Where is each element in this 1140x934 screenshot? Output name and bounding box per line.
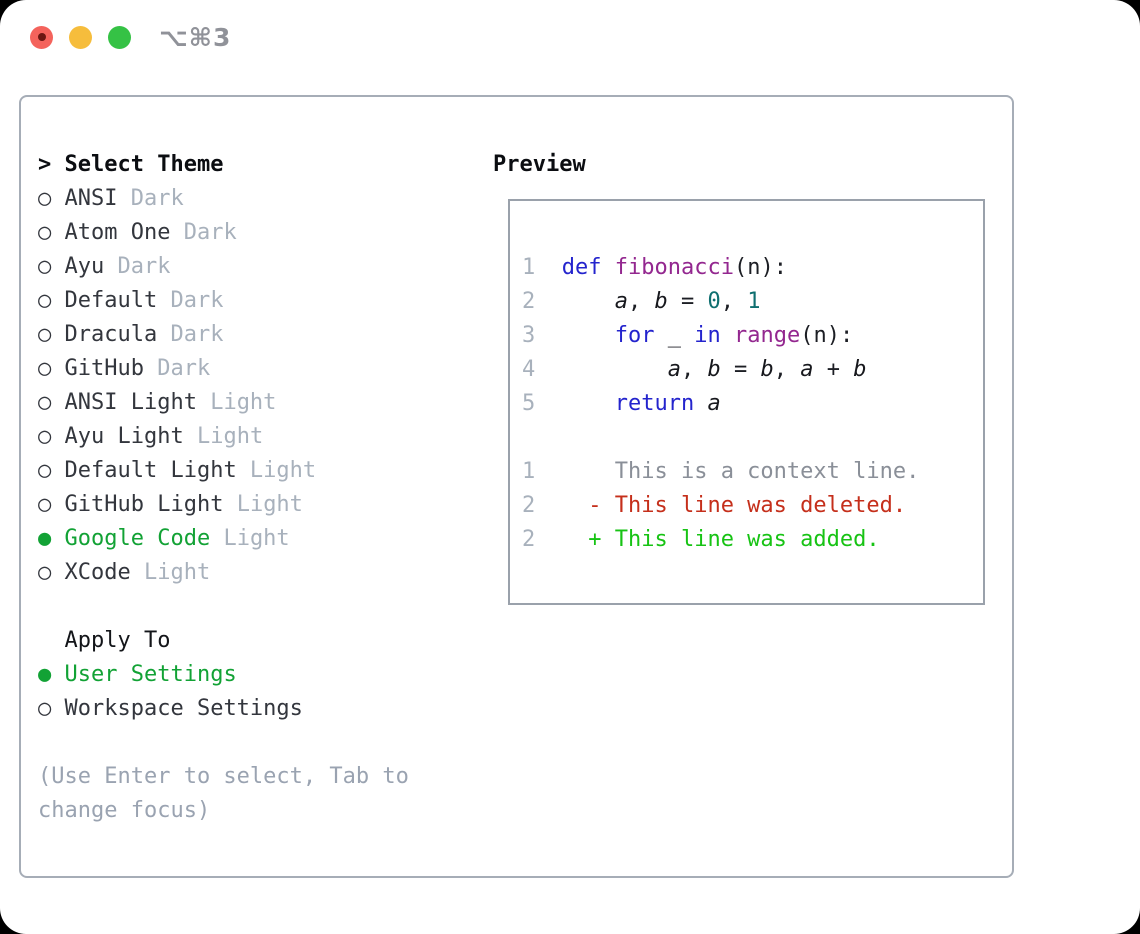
preview-pane: 1 def fibonacci(n): 2 a, b = 0, 1 3 for … [508, 199, 985, 605]
theme-variant-label: Dark [117, 186, 184, 211]
zoom-button-icon[interactable] [108, 25, 131, 49]
theme-item-ayu-dark[interactable]: ○ Ayu Dark [38, 254, 171, 279]
theme-item-default-light[interactable]: ○ Default Light Light [38, 458, 317, 483]
apply-option-workspace-settings[interactable]: ○ Workspace Settings [38, 696, 303, 721]
code-line-1: 1 def fibonacci(n): [522, 255, 787, 280]
diff-deleted-line: 2 - This line was deleted. [522, 493, 907, 518]
apply-to-header: Apply To [64, 628, 171, 653]
theme-variant-label: Dark [170, 220, 237, 245]
select-theme-header: > Select Theme [38, 148, 409, 182]
radio-selected-icon: ● [38, 662, 65, 687]
radio-icon: ○ [38, 560, 65, 585]
line-number: 2 [522, 527, 562, 552]
radio-icon: ○ [38, 322, 65, 347]
theme-variant-label: Light [236, 458, 317, 483]
theme-item-atom-one-dark[interactable]: ○ Atom One Dark [38, 220, 237, 245]
theme-variant-label: Light [223, 492, 303, 517]
diff-added-line: 2 + This line was added. [522, 527, 880, 552]
theme-variant-label: Dark [143, 356, 211, 381]
code-line-4: 4 a, b = b, a + b [522, 357, 867, 382]
spacer [38, 590, 409, 624]
theme-variant-label: Light [210, 526, 290, 551]
radio-icon: ○ [38, 492, 65, 517]
window-shortcut-label: ⌥⌘3 [159, 22, 232, 52]
line-number: 5 [522, 391, 562, 416]
hint-text-line1: (Use Enter to select, Tab to [38, 764, 409, 789]
theme-item-default-dark[interactable]: ○ Default Dark [38, 288, 224, 313]
theme-item-github-light[interactable]: ○ GitHub Light Light [38, 492, 303, 517]
theme-picker-panel: > Select Theme ○ ANSI Dark ○ Atom One Da… [19, 95, 1014, 878]
blank-line [522, 217, 983, 251]
theme-item-github-dark[interactable]: ○ GitHub Dark [38, 356, 211, 381]
prompt-icon: > [38, 152, 65, 177]
close-button-icon[interactable] [30, 25, 53, 49]
minimize-button-icon[interactable] [69, 25, 92, 49]
radio-icon: ○ [38, 424, 65, 449]
theme-variant-label: Dark [157, 288, 224, 313]
code-line-5: 5 return a [522, 391, 721, 416]
radio-icon: ○ [38, 356, 65, 381]
radio-icon: ○ [38, 254, 65, 279]
theme-item-ayu-light[interactable]: ○ Ayu Light Light [38, 424, 264, 449]
theme-item-ansi-light[interactable]: ○ ANSI Light Light [38, 390, 277, 415]
theme-item-dracula-dark[interactable]: ○ Dracula Dark [38, 322, 224, 347]
line-number: 4 [522, 357, 562, 382]
theme-item-google-code-light[interactable]: ● Google Code Light [38, 526, 290, 551]
radio-selected-icon: ● [38, 526, 65, 551]
theme-variant-label: Light [196, 390, 277, 415]
code-line-2: 2 a, b = 0, 1 [522, 289, 761, 314]
theme-variant-label: Dark [104, 254, 171, 279]
line-number: 3 [522, 323, 562, 348]
theme-item-xcode-light[interactable]: ○ XCode Light [38, 560, 211, 585]
code-line-3: 3 for _ in range(n): [522, 323, 854, 348]
line-number: 2 [522, 493, 562, 518]
line-number: 1 [522, 255, 562, 280]
line-number: 2 [522, 289, 562, 314]
theme-variant-label: Light [130, 560, 211, 585]
radio-icon: ○ [38, 390, 65, 415]
theme-list: > Select Theme ○ ANSI Dark ○ Atom One Da… [38, 148, 409, 828]
blank-line [522, 421, 983, 455]
select-theme-title: Select Theme [64, 152, 224, 177]
diff-context-line: 1 This is a context line. [522, 459, 920, 484]
radio-icon: ○ [38, 288, 65, 313]
theme-variant-label: Dark [157, 322, 224, 347]
line-number: 1 [522, 459, 562, 484]
radio-icon: ○ [38, 220, 65, 245]
radio-icon: ○ [38, 696, 65, 721]
titlebar: ⌥⌘3 [30, 22, 232, 52]
radio-icon: ○ [38, 186, 65, 211]
theme-variant-label: Light [183, 424, 264, 449]
spacer [38, 726, 409, 760]
theme-item-ansi-dark[interactable]: ○ ANSI Dark [38, 186, 184, 211]
apply-option-user-settings[interactable]: ● User Settings [38, 662, 237, 687]
hint-text-line2: change focus) [38, 798, 211, 823]
preview-title: Preview [493, 152, 586, 177]
radio-icon: ○ [38, 458, 65, 483]
